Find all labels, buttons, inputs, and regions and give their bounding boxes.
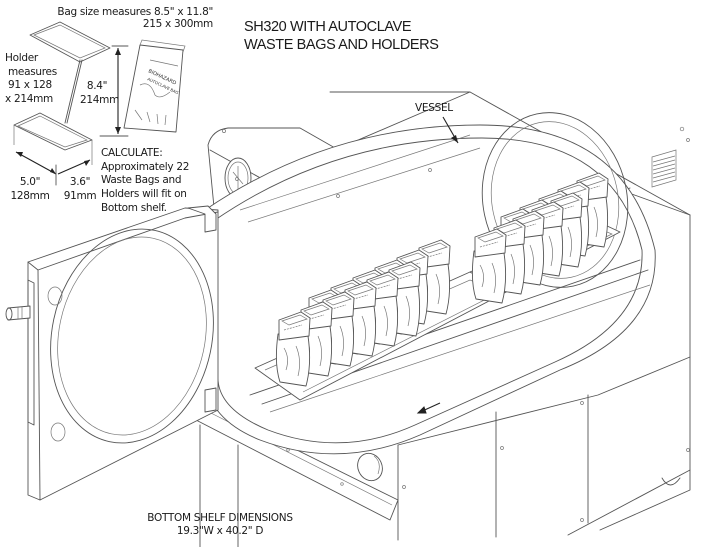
holder-height-mm: 214mm: [80, 93, 119, 106]
waste-bag-drawing: BIOHAZARD AUTOCLAVE BAG: [123, 39, 186, 133]
holder-length-mm: 128mm: [10, 189, 50, 202]
holder-line-3: 91 x 128: [8, 79, 52, 92]
vessel-pointer: [442, 116, 459, 144]
diagram-title: SH320 WITH AUTOCLAVE WASTE BAGS AND HOLD…: [244, 18, 439, 54]
bottom-shelf-label: BOTTOM SHELF DIMENSIONS 19.3"W x 40.2" D: [140, 512, 300, 538]
loaded-waste-bag: [471, 228, 507, 304]
drain-knob: [357, 452, 383, 482]
holder-size-label: Holder measures 91 x 128 x 214mm: [5, 52, 57, 107]
calculate-line-1: Approximately 22: [101, 160, 190, 173]
bottom-shelf-line-2: 19.3"W x 40.2" D: [176, 524, 264, 537]
calculate-line-2: Waste Bags and: [101, 174, 182, 187]
calculate-line-3: Holders will fit on: [101, 187, 187, 200]
holder-height-label: 8.4" 214mm: [80, 80, 119, 107]
holder-length-in: 5.0": [19, 176, 41, 188]
holder-width-label: 3.6" 91mm: [62, 176, 98, 203]
bag-size-label: Bag size measures 8.5" x 11.8" 215 x 300…: [57, 6, 213, 31]
door-latch-pin: [5, 305, 31, 321]
vessel-label: VESSEL: [415, 102, 453, 114]
calculate-heading: CALCULATE:: [101, 147, 163, 159]
holder-length-label: 5.0" 128mm: [10, 176, 50, 203]
holder-width-dimension: [57, 159, 91, 175]
bag-size-line-1: Bag size measures 8.5" x 11.8": [57, 6, 213, 18]
bag-size-line-2: 215 x 300mm: [142, 17, 213, 30]
calculate-note: CALCULATE: Approximately 22 Waste Bags a…: [101, 147, 189, 215]
autoclave-door: [5, 205, 219, 501]
front-bag-group: [275, 239, 451, 387]
holder-height-in: 8.4": [86, 80, 108, 92]
calculate-line-4: Bottom shelf.: [101, 201, 167, 214]
title-line-1: SH320 WITH AUTOCLAVE: [244, 19, 412, 35]
vent-grille: [651, 149, 677, 188]
holder-line-4: x 214mm: [5, 92, 53, 105]
holder-height-dimension: [99, 45, 129, 137]
rear-bag-group: [471, 172, 609, 304]
title-line-2: WASTE BAGS AND HOLDERS: [244, 37, 439, 54]
slide-direction-arrow: [416, 402, 441, 414]
holder-line-1: Holder: [5, 52, 38, 64]
holder-width-in: 3.6": [69, 176, 91, 188]
bottom-shelf-line-1: BOTTOM SHELF DIMENSIONS: [147, 512, 293, 524]
holder-line-2: measures: [8, 65, 57, 78]
holder-width-mm: 91mm: [63, 189, 97, 202]
wire-holder-drawing: [13, 21, 111, 165]
loaded-waste-bag: [275, 311, 311, 387]
holder-length-dimension: [15, 151, 57, 186]
